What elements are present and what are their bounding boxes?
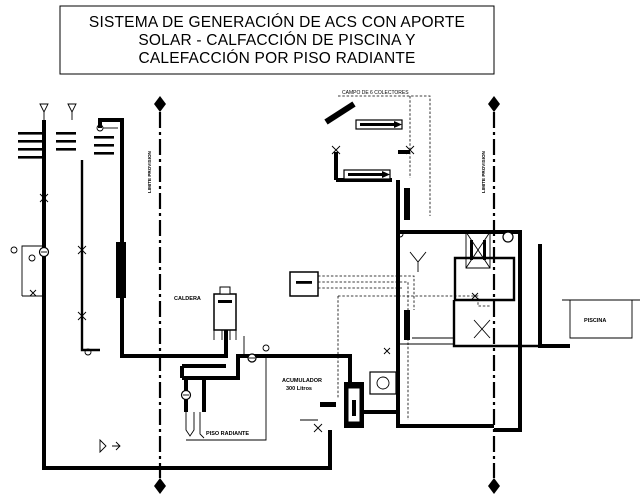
pipe-fittings bbox=[10, 145, 479, 454]
title-line-1: SISTEMA DE GENERACIÓN DE ACS CON APORTE bbox=[89, 14, 465, 31]
tap-icon bbox=[67, 103, 77, 120]
pool-heat-exchanger bbox=[465, 231, 491, 339]
meter-icon bbox=[28, 254, 36, 262]
consumption-points bbox=[18, 103, 118, 159]
accumulator-tank: ACUMULADOR 300 Litros bbox=[282, 378, 364, 428]
title-line-3: CALEFACCIÓN POR PISO RADIANTE bbox=[138, 50, 415, 67]
valve-icon bbox=[471, 292, 479, 300]
meter-icon bbox=[10, 246, 18, 254]
solar-station bbox=[369, 371, 397, 395]
outlet-bars bbox=[18, 132, 114, 159]
provision-limit-right: LIMITE PROVISION bbox=[481, 96, 500, 494]
boiler: CALDERA bbox=[174, 286, 237, 340]
solar-collector-field: CAMPO DE 6 COLECTORES bbox=[324, 90, 409, 180]
campo-colectores-label: CAMPO DE 6 COLECTORES bbox=[342, 90, 409, 96]
radiant-floor: PISO RADIANTE bbox=[185, 412, 249, 439]
pump-icon bbox=[502, 231, 514, 243]
acumulador-label-line2: 300 Litros bbox=[286, 386, 312, 392]
caldera-label: CALDERA bbox=[174, 296, 201, 302]
pump-icon bbox=[38, 246, 50, 258]
limite-provision-left-label: LIMITE PROVISION bbox=[147, 150, 152, 193]
acumulador-label-line1: ACUMULADOR bbox=[282, 378, 322, 384]
tap-icon bbox=[39, 103, 49, 120]
solar-collector-icon bbox=[324, 101, 403, 130]
piso-radiante-label: PISO RADIANTE bbox=[206, 431, 249, 437]
pipe-insulation bbox=[116, 242, 126, 298]
limite-provision-right-label: LIMITE PROVISION bbox=[481, 150, 486, 193]
pump-icon bbox=[247, 353, 257, 363]
valve-icon bbox=[313, 423, 323, 433]
valve-icon bbox=[77, 311, 87, 321]
pipe-insulation bbox=[320, 402, 336, 407]
title-line-2: SOLAR - CALFACCIÓN DE PISCINA Y bbox=[138, 32, 415, 49]
meter-icon bbox=[84, 348, 92, 356]
meter-icon bbox=[396, 230, 404, 238]
check-valve-icon bbox=[99, 438, 121, 454]
valve-icon bbox=[383, 347, 391, 355]
pump-icon bbox=[180, 389, 192, 401]
pipe-insulation bbox=[404, 310, 410, 340]
control-wiring bbox=[21, 95, 490, 441]
valve-icon bbox=[405, 145, 415, 155]
pool: PISCINA bbox=[562, 299, 640, 339]
provision-limit-left: LIMITE PROVISION bbox=[147, 96, 166, 494]
valve-icon bbox=[39, 193, 49, 203]
controller bbox=[289, 271, 319, 297]
title-block: SISTEMA DE GENERACIÓN DE ACS CON APORTE … bbox=[59, 5, 495, 75]
valve-icon bbox=[331, 145, 341, 155]
solar-collector-icon bbox=[343, 169, 391, 180]
heavy-piping bbox=[42, 118, 570, 470]
piscina-label: PISCINA bbox=[584, 318, 606, 324]
valve-icon bbox=[77, 245, 87, 255]
meter-icon bbox=[262, 344, 270, 352]
valve-icon bbox=[29, 289, 37, 297]
pipe-insulation bbox=[404, 188, 410, 220]
